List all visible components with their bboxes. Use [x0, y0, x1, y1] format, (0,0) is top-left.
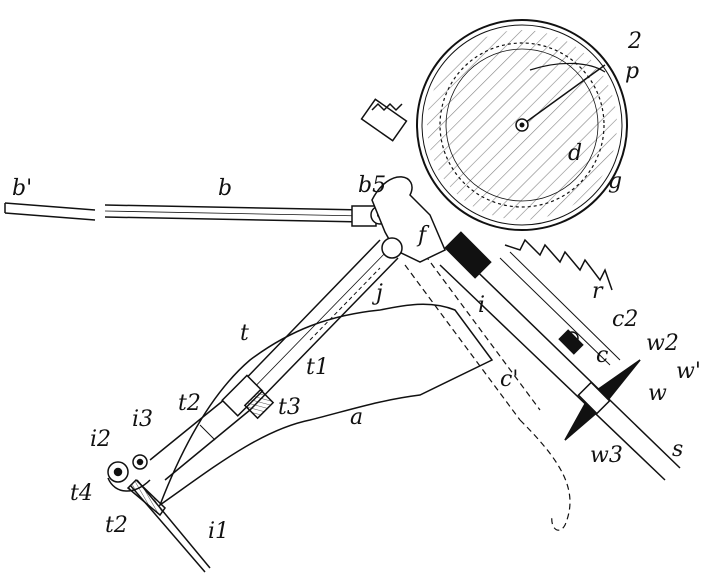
- label-b: b: [218, 176, 232, 201]
- pivot-j: [381, 237, 403, 259]
- label-s: s: [672, 437, 683, 462]
- knurled-knob: [360, 98, 408, 142]
- label-w-prime: w': [676, 359, 701, 384]
- label-w: w: [648, 381, 667, 406]
- screw-shaft: [499, 251, 621, 366]
- arm-b: [4, 202, 377, 227]
- label-t: t: [240, 321, 249, 346]
- label-i1: i1: [208, 519, 229, 544]
- label-i3: i3: [132, 407, 153, 432]
- spring-t4: [107, 454, 151, 492]
- label-c: c: [596, 343, 608, 368]
- dial: [416, 19, 628, 231]
- label-b5: b5: [358, 173, 386, 198]
- label-d: d: [568, 141, 582, 166]
- rack-bar-r: [439, 231, 681, 481]
- label-t2-lower: t2: [105, 513, 128, 538]
- label-p: p: [625, 59, 639, 84]
- dashed-post: [404, 254, 571, 531]
- label-b-prime: b': [12, 176, 32, 201]
- label-t2-upper: t2: [178, 391, 201, 416]
- handle-outline: [158, 303, 494, 508]
- label-c-prime: c': [500, 367, 518, 392]
- prong-i1: [126, 478, 211, 573]
- label-i: i: [478, 293, 485, 318]
- label-t4: t4: [70, 481, 93, 506]
- clamp-t3: [221, 374, 275, 420]
- arm-t2: [149, 394, 251, 481]
- label-i2: i2: [90, 427, 111, 452]
- label-w3: w3: [590, 443, 623, 468]
- label-t3: t3: [278, 395, 301, 420]
- label-2: 2: [627, 29, 642, 54]
- label-c2: c2: [612, 307, 638, 332]
- label-r: r: [592, 279, 604, 304]
- label-w2: w2: [646, 331, 679, 356]
- label-g: g: [608, 169, 622, 194]
- block-c: [558, 329, 584, 355]
- label-t1: t1: [306, 355, 329, 380]
- star-wheel-w: [564, 359, 641, 441]
- arm-t: [229, 239, 399, 411]
- label-a: a: [350, 405, 363, 430]
